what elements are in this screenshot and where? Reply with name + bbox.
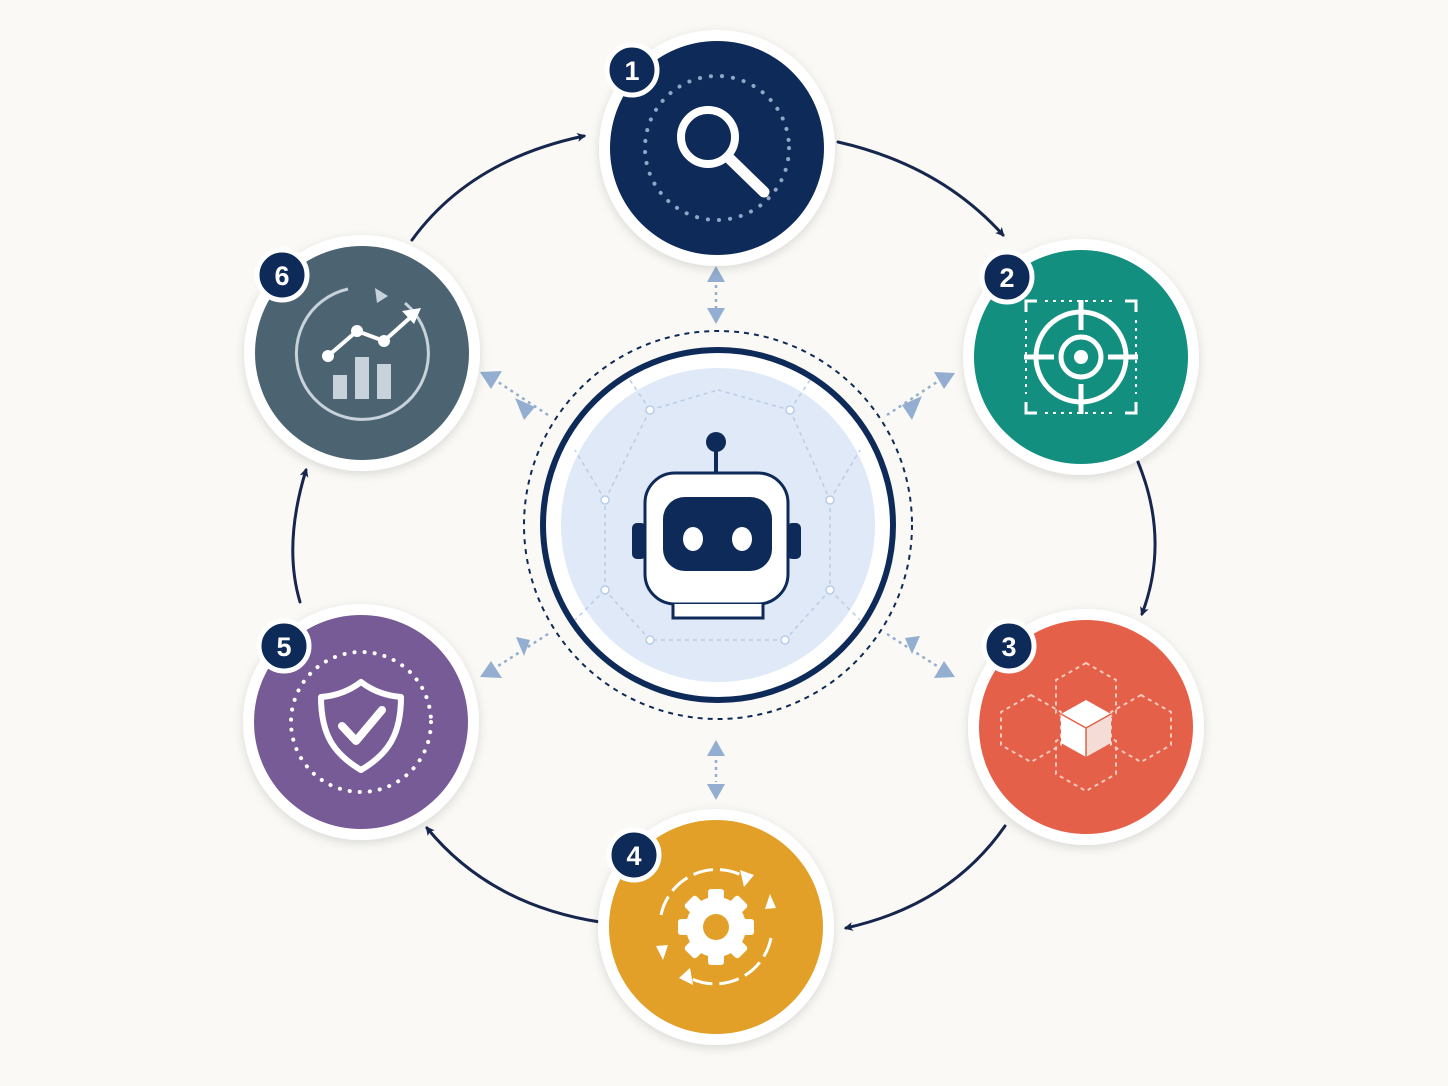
arrow-3-to-4: [843, 824, 1007, 931]
step-2-badge: 2: [979, 249, 1035, 305]
cycle-arrows: [291, 132, 1157, 931]
step-1-number: 1: [624, 56, 639, 86]
central-hub: [523, 330, 913, 720]
connector-lower-right: [886, 632, 955, 678]
arrow-4-to-5: [425, 826, 602, 924]
growth-chart-icon: [294, 287, 430, 421]
step-1-node: 1: [599, 30, 835, 266]
step-2-node: 2: [963, 239, 1199, 475]
arrow-5-to-6: [291, 467, 309, 604]
hub-connectors: [480, 266, 955, 800]
cube-icon: [1000, 661, 1172, 793]
target-icon: [1024, 299, 1138, 415]
gear-cycle-icon: [656, 868, 776, 986]
step-4-badge: 4: [606, 827, 662, 883]
shield-check-icon: [318, 679, 404, 773]
step-2-number: 2: [999, 263, 1014, 293]
step-5-number: 5: [276, 632, 291, 662]
step-6-number: 6: [274, 261, 289, 291]
step-1-badge: 1: [604, 42, 660, 98]
connector-top: [707, 266, 725, 324]
network-pattern: [574, 379, 861, 641]
arrow-6-to-1: [410, 132, 587, 242]
connector-bottom: [707, 740, 725, 800]
step-6-node: 6: [244, 235, 480, 471]
step-3-number: 3: [1001, 632, 1016, 662]
connector-upper-left: [480, 371, 549, 420]
step-3-node: 3: [968, 609, 1204, 845]
step-5-node: 5: [243, 604, 479, 840]
step-5-badge: 5: [256, 618, 312, 674]
robot-icon: [632, 432, 801, 620]
network-nodes: [600, 405, 835, 645]
step-6-badge: 6: [254, 247, 310, 303]
arrow-2-to-3: [1136, 460, 1157, 617]
magnifier-icon: [677, 106, 770, 198]
arrow-1-to-2: [836, 140, 1005, 237]
step-4-number: 4: [626, 841, 641, 871]
connector-lower-left: [480, 632, 549, 678]
step-4-node: 4: [598, 809, 834, 1045]
connector-upper-right: [886, 372, 955, 420]
step-3-badge: 3: [981, 618, 1037, 674]
